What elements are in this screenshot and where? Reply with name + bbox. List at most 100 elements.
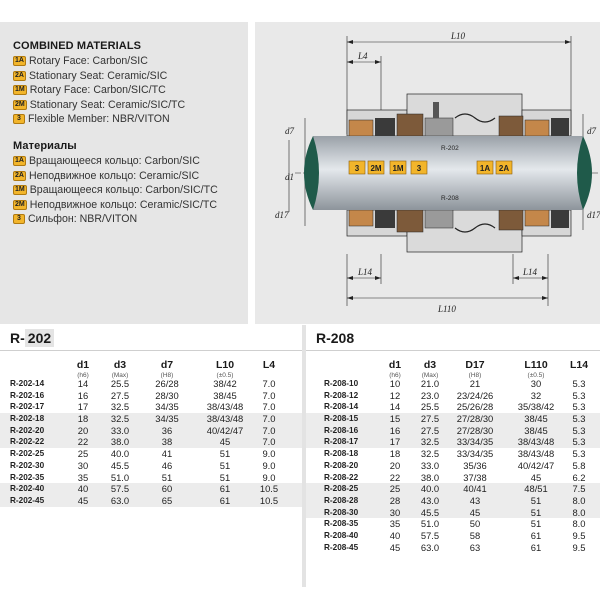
callout-badge-label: 2A (499, 164, 509, 173)
row-model-code: R-208-12 (324, 390, 359, 400)
row-model-code: R-202-30 (10, 460, 45, 470)
material-badge: 1A (13, 156, 26, 167)
row-value: 10.5 (259, 483, 279, 495)
row-value: 18 (389, 448, 401, 460)
row-value: 51.0 (110, 471, 130, 483)
row-value: 18 (77, 413, 89, 425)
column-header-symbol: D17 (465, 359, 485, 371)
callout-badge-box (495, 160, 513, 175)
callout-badge-label: 2M (370, 164, 381, 173)
row-value: 20 (389, 459, 401, 471)
row-value: 33.0 (420, 459, 440, 471)
row-value: 37/38 (463, 471, 487, 483)
row-value: 10.5 (259, 494, 279, 506)
row-value: 35 (77, 471, 89, 483)
row-value: 35/36 (463, 459, 487, 471)
row-value: 25 (77, 448, 89, 460)
material-badge: 3 (13, 114, 25, 125)
column-header: d3(Max) (410, 359, 450, 379)
table-divider (302, 325, 306, 587)
row-value: 36 (161, 424, 173, 436)
row-value: 32.5 (110, 413, 130, 425)
row-value: 23.0 (420, 389, 440, 401)
row-model-code: R-202-40 (10, 484, 45, 494)
section-label-bottom: R-208 (441, 195, 459, 202)
material-text: Rotary Face: Carbon/SIC/TC (29, 84, 166, 97)
column-header-symbol: L14 (569, 359, 589, 371)
material-badge: 3 (13, 214, 25, 225)
row-value: 7.0 (262, 401, 276, 413)
row-value: 15 (389, 413, 401, 425)
column-header-tolerance: (h6) (389, 372, 401, 379)
row-value: 40.0 (420, 483, 440, 495)
row-value: 7.0 (262, 413, 276, 425)
row-value: 32.5 (110, 401, 130, 413)
row-value: 9.0 (262, 459, 276, 471)
dim-l14-label-right: L14 (522, 267, 538, 277)
dim-l14-label-left: L14 (357, 267, 373, 277)
row-value: 8.0 (572, 518, 586, 530)
column-header: L110(±0.5) (508, 359, 564, 379)
callout-badge-box (367, 160, 385, 175)
column-header-symbol: d1 (388, 359, 402, 371)
row-value: 23/24/26 (456, 389, 494, 401)
row-value: 21.0 (420, 378, 440, 389)
row-value: 14 (389, 401, 401, 413)
row-value: 17 (77, 401, 89, 413)
row-value: 25.5 (420, 401, 440, 413)
callout-badge-label: 1M (392, 164, 403, 173)
row-value: 8.0 (572, 494, 586, 506)
dim-d7-label: d7 (285, 126, 295, 136)
callout-badge-label: 3 (417, 164, 422, 173)
dim-l4-label: L4 (357, 51, 368, 61)
column-header: d1(h6) (380, 359, 410, 379)
table-r208-header: d1(h6)d3(Max)D17(H8)L110(±0.5)L14 (306, 355, 600, 401)
row-value: 34/35 (155, 413, 179, 425)
row-value: 5.3 (572, 424, 586, 436)
row-value: 28/30 (155, 389, 179, 401)
row-value: 32 (530, 389, 542, 401)
row-model-code: R-208-18 (324, 449, 359, 459)
row-value: 21 (469, 378, 481, 389)
row-value: 35 (389, 518, 401, 530)
material-badge: 2A (13, 170, 26, 181)
row-value: 45 (389, 541, 401, 553)
row-value: 38/42 (213, 378, 237, 389)
seal-housing-bottom (346, 209, 572, 253)
column-header-tolerance: (Max) (421, 372, 439, 379)
row-value: 40 (389, 529, 401, 541)
row-value: 25.5 (110, 378, 130, 389)
row-value: 38.0 (420, 471, 440, 483)
row-value: 5.3 (572, 448, 586, 460)
row-model-code: R-208-16 (324, 425, 359, 435)
row-value: 45 (77, 494, 89, 506)
row-value: 32.5 (420, 448, 440, 460)
row-value: 38/43/48 (517, 448, 555, 460)
row-value: 40 (77, 483, 89, 495)
row-value: 26/28 (155, 378, 179, 389)
column-header-tolerance: (±0.5) (527, 372, 545, 379)
material-text: Неподвижное кольцо: Ceramic/SIC (28, 169, 200, 182)
row-value: 6.2 (572, 471, 586, 483)
column-header-symbol: d3 (113, 359, 127, 371)
row-value: 41 (161, 448, 173, 460)
row-value: 48/51 (524, 483, 548, 495)
material-badge: 1M (13, 185, 27, 196)
row-model-code: R-208-20 (324, 460, 359, 470)
